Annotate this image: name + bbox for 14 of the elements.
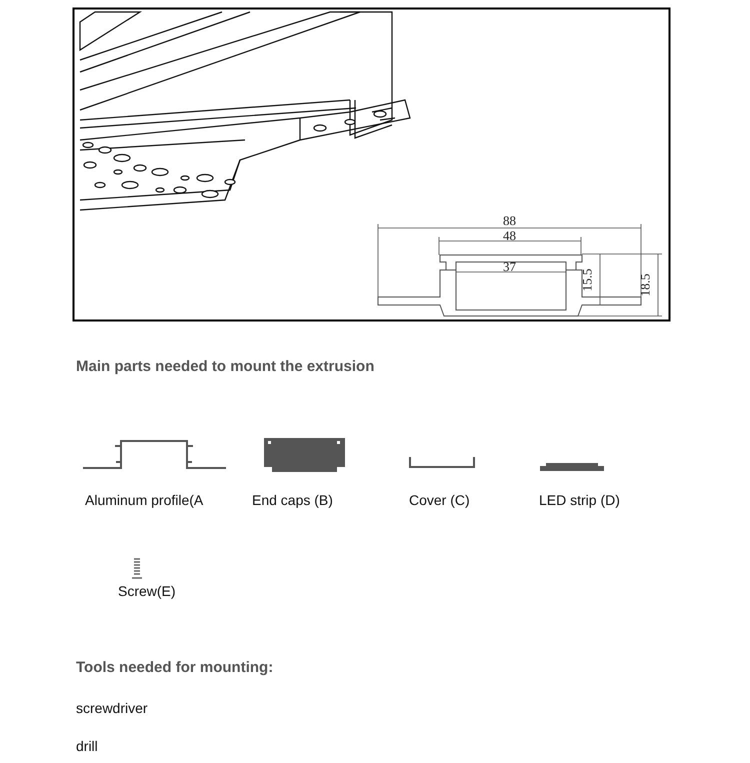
section-heading: Tools needed for mounting:	[76, 660, 274, 676]
part-label: Aluminum profile(A	[85, 492, 204, 508]
section-heading: Main parts needed to mount the extrusion	[76, 359, 374, 375]
dimension-value: 88	[503, 214, 516, 227]
dimension-value: 48	[503, 229, 516, 242]
tool-item: screwdriver	[76, 700, 148, 716]
dimension-value: 18.5	[638, 274, 652, 296]
part-label: LED strip (D)	[539, 492, 620, 508]
part-label: Screw(E)	[118, 583, 176, 599]
part-label: End caps (B)	[252, 492, 333, 508]
tool-item: drill	[76, 738, 98, 754]
part-label: Cover (C)	[409, 492, 470, 508]
dimension-value: 15.5	[580, 268, 594, 292]
dimension-value: 37	[503, 260, 516, 273]
